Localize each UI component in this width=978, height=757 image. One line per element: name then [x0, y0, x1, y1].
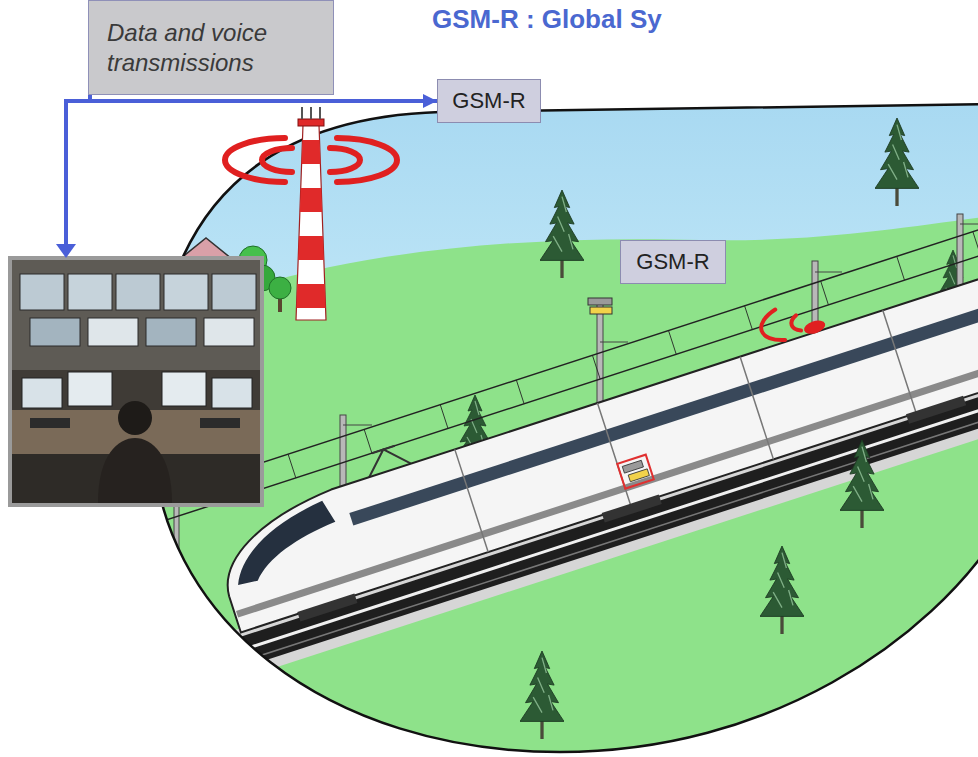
callout-leader	[56, 101, 90, 258]
control-room-photo	[10, 258, 262, 505]
label-box: GSM-R	[620, 240, 726, 284]
arrow-connector	[90, 95, 437, 101]
scene-outline	[152, 104, 978, 752]
train-antenna	[802, 318, 827, 336]
balise-marker	[617, 455, 654, 489]
radio-waves	[225, 138, 397, 182]
mast-antenna	[588, 298, 612, 314]
callout-box: Data and voice transmissions	[88, 0, 334, 95]
node-text: GSM-R	[636, 248, 709, 276]
high-speed-train	[197, 176, 978, 640]
label-box: GSM-R	[437, 79, 541, 123]
node-text: GSM-R	[452, 87, 525, 115]
node-text: Data and voice transmissions	[107, 18, 315, 78]
conifers-front	[520, 440, 884, 739]
diagram-title: GSM-R : Global Sy	[432, 4, 662, 35]
